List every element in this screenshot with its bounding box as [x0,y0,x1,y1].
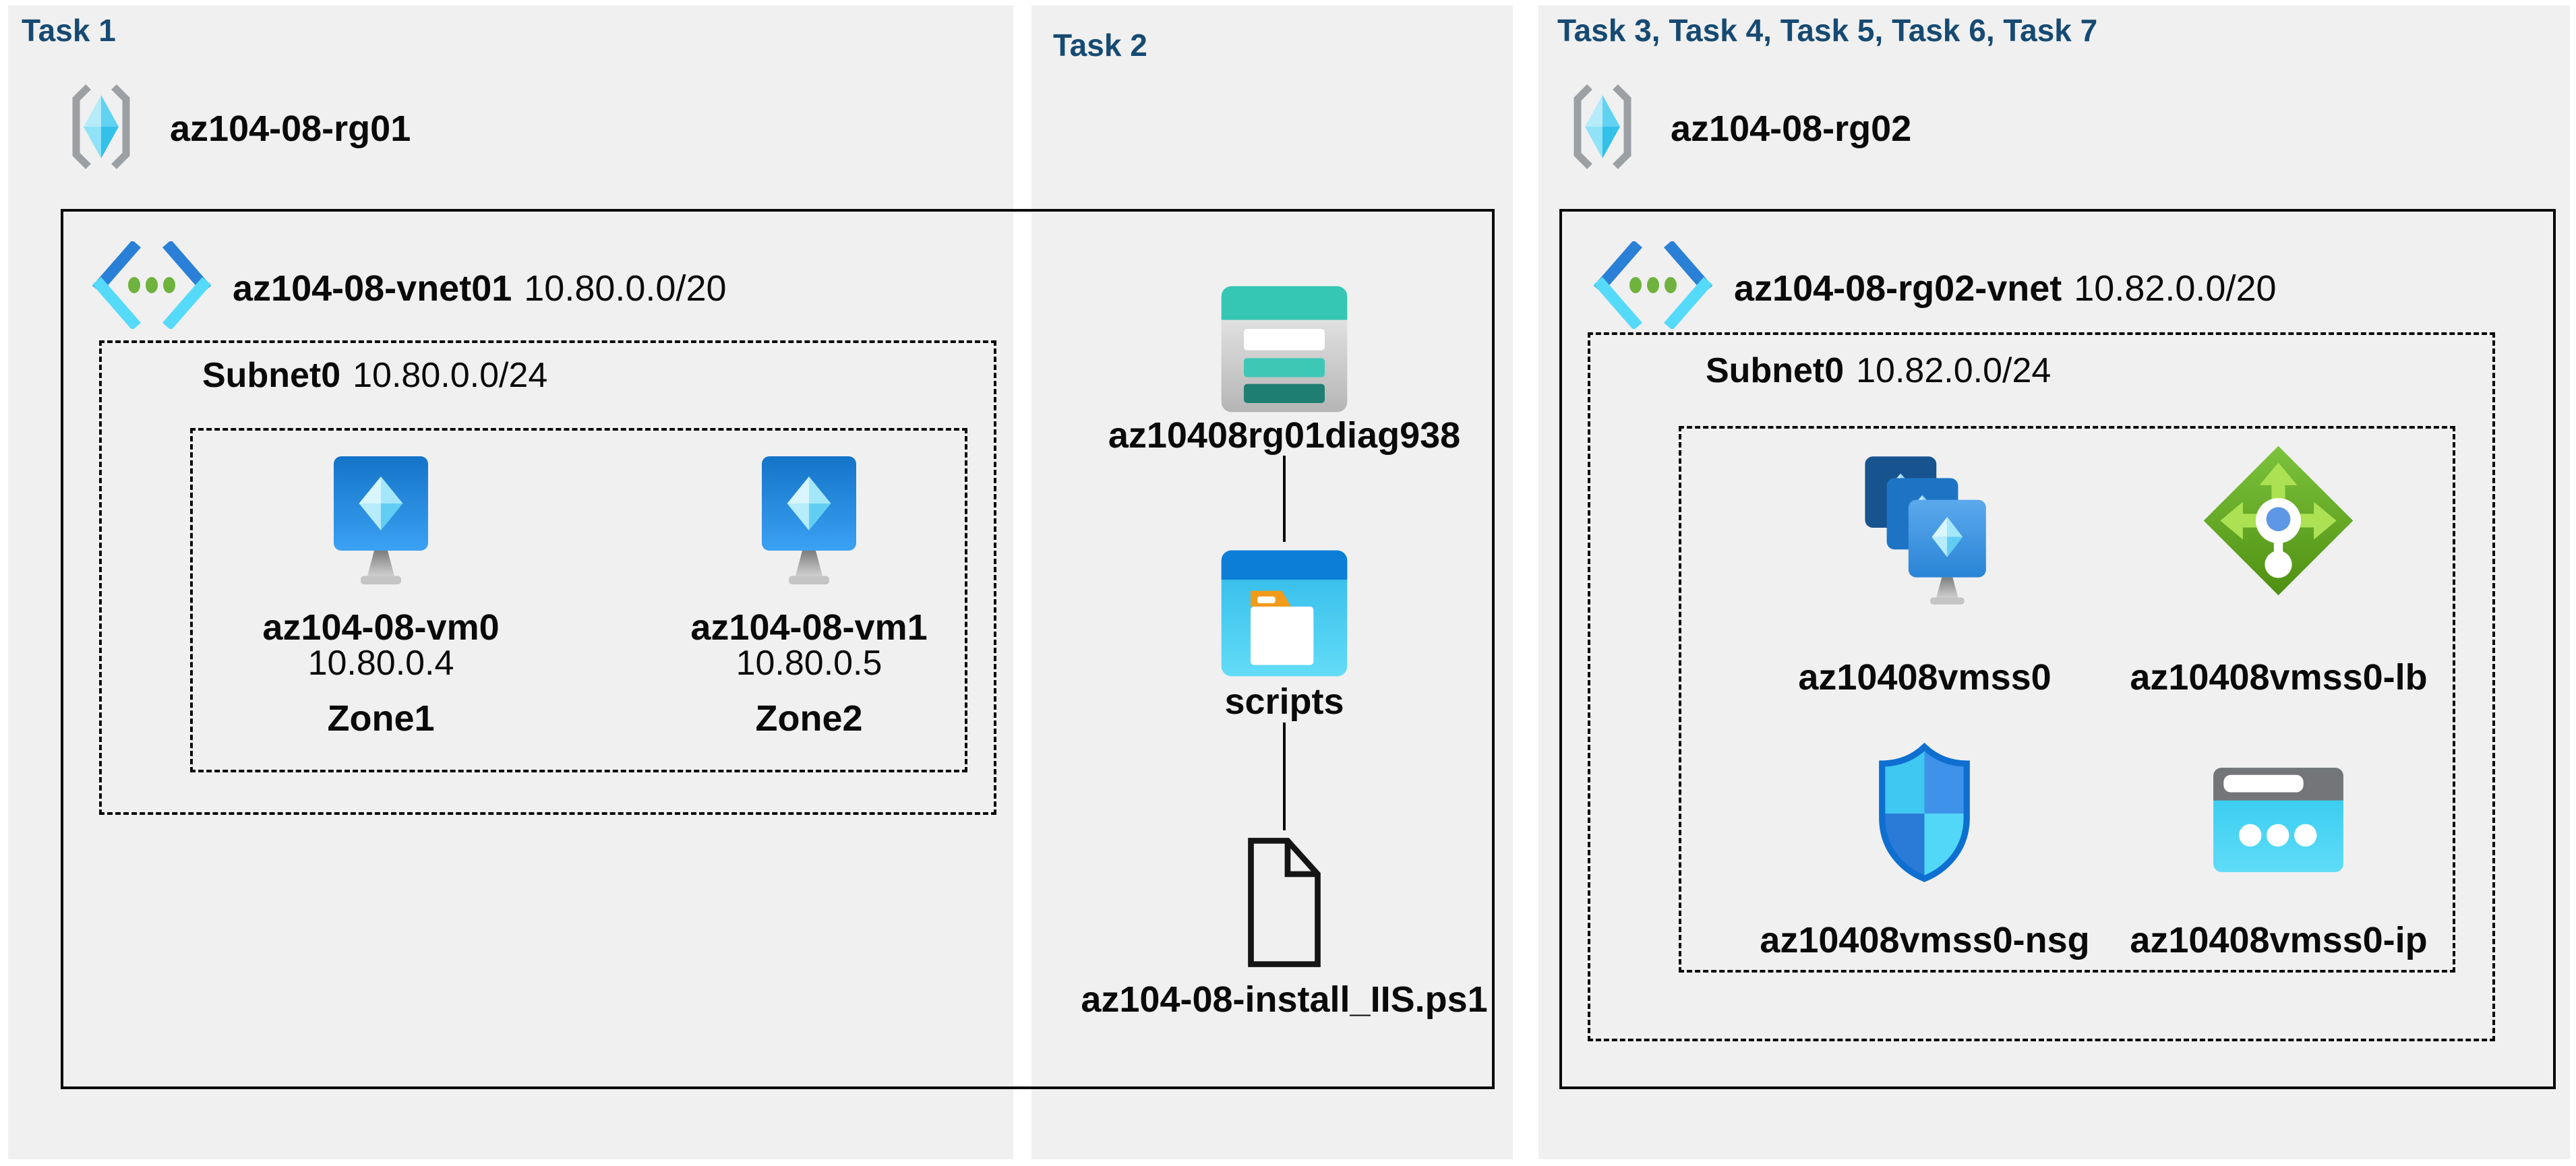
virtual-machine-icon [762,456,856,584]
virtual-network-icon [1594,241,1712,329]
vmss-label: az10408vmss0 [1798,657,2051,698]
task3-header: Task 3, Task 4, Task 5, Task 6, Task 7 [1557,13,2098,48]
vm1-zone: Zone2 [755,698,863,739]
vm-zone-box [190,428,967,772]
vnet01-cidr: 10.80.0.0/20 [524,268,727,309]
subnet0-box-rg01 [99,340,996,815]
vm0-ip: 10.80.0.4 [307,644,454,683]
lb-label: az10408vmss0-lb [2130,657,2428,698]
public-ip-label: az10408vmss0-ip [2130,920,2428,960]
vnet01-box [61,209,1495,1089]
task1-panel [8,5,1013,1159]
subnet0-label-rg02: Subnet0 10.82.0.0/24 [1706,348,2051,393]
load-balancer-icon [2203,446,2354,596]
script-file-label: az104-08-install_IIS.ps1 [1081,979,1488,1020]
vm0-zone: Zone1 [327,698,435,739]
vnet01-name: az104-08-vnet01 [233,268,512,309]
nsg-label: az10408vmss0-nsg [1760,920,2090,960]
vm1-name: az104-08-vm1 [690,607,928,648]
connector-scripts-file [1283,723,1286,830]
vmss-resources-box [1679,426,2455,973]
vnet01-label: az104-08-vnet01 10.80.0.0/20 [233,266,727,311]
rg02-vnet-box [1559,209,2556,1089]
rg02-vnet-label: az104-08-rg02-vnet 10.82.0.0/20 [1734,266,2277,311]
scripts-container-label: scripts [1224,681,1344,722]
subnet0-cidr-rg01: 10.80.0.0/24 [353,356,548,395]
resource-group-icon [72,84,130,169]
task2-header: Task 2 [1053,28,1147,63]
subnet0-name-rg02: Subnet0 [1706,351,1845,390]
subnet0-label-rg01: Subnet0 10.80.0.0/24 [202,353,547,398]
blob-container-icon [1221,550,1348,677]
task3-panel [1538,5,2570,1159]
virtual-machine-icon [334,456,428,584]
connector-storage-scripts [1283,456,1286,542]
rg02-vnet-cidr: 10.82.0.0/20 [2074,268,2277,309]
subnet0-name-rg01: Subnet0 [202,356,341,395]
vm-scale-set-icon [1865,456,1986,605]
vm1-ip: 10.80.0.5 [736,644,882,683]
network-security-group-icon [1879,742,1970,882]
rg02-vnet-name: az104-08-rg02-vnet [1734,268,2062,309]
subnet0-cidr-rg02: 10.82.0.0/24 [1856,351,2051,390]
resource-group-icon [1574,84,1631,169]
task1-header: Task 1 [22,13,116,48]
subnet0-box-rg02 [1588,332,2495,1041]
storage-account-label: az10408rg01diag938 [1108,415,1461,456]
rg02-label: az104-08-rg02 [1671,109,1912,149]
file-icon [1248,838,1321,967]
vm0-name: az104-08-vm0 [262,607,500,648]
rg01-label: az104-08-rg01 [170,109,411,149]
storage-account-icon [1221,286,1348,412]
virtual-network-icon [92,241,211,329]
public-ip-icon [2213,768,2343,872]
